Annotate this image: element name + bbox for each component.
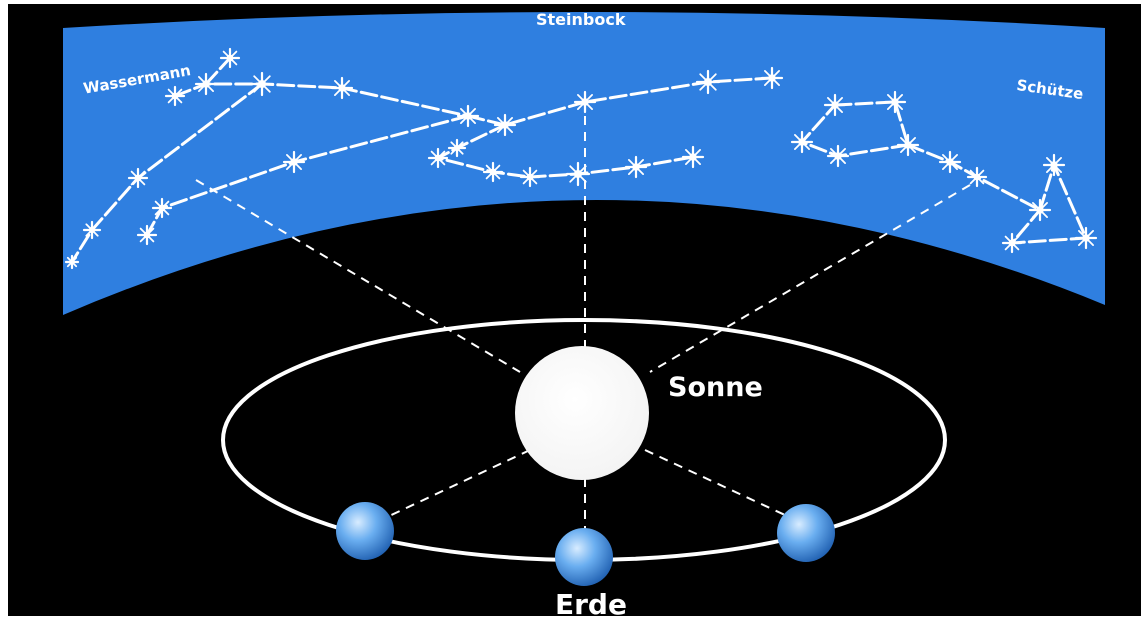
earth-middle — [555, 528, 613, 586]
sun — [515, 346, 649, 480]
label-sonne: Sonne — [668, 372, 763, 403]
star — [138, 226, 156, 244]
star — [251, 73, 273, 95]
star — [458, 106, 478, 126]
star — [626, 157, 646, 177]
earth-left — [336, 502, 394, 560]
star — [885, 92, 905, 112]
star — [1044, 155, 1064, 175]
star — [697, 71, 719, 93]
star — [825, 95, 845, 115]
star — [449, 140, 465, 156]
earth-right — [777, 504, 835, 562]
label-erde: Erde — [555, 588, 627, 621]
star — [332, 78, 352, 98]
star — [196, 74, 216, 94]
star — [153, 199, 171, 217]
star — [84, 222, 100, 238]
star — [221, 49, 239, 67]
star — [968, 168, 986, 186]
star — [129, 169, 147, 187]
star — [495, 115, 515, 135]
star — [575, 92, 595, 112]
star — [792, 132, 812, 152]
star — [828, 146, 848, 166]
star — [567, 163, 589, 185]
star — [284, 152, 304, 172]
star — [1076, 228, 1096, 248]
star — [66, 256, 78, 268]
star — [683, 147, 703, 167]
star — [521, 168, 539, 186]
star — [1003, 234, 1021, 252]
star — [429, 149, 447, 167]
star — [940, 152, 960, 172]
star — [1030, 200, 1050, 220]
star — [898, 135, 918, 155]
star — [762, 68, 782, 88]
label-steinbock: Steinbock — [536, 10, 625, 29]
star — [166, 87, 184, 105]
star — [484, 163, 502, 181]
